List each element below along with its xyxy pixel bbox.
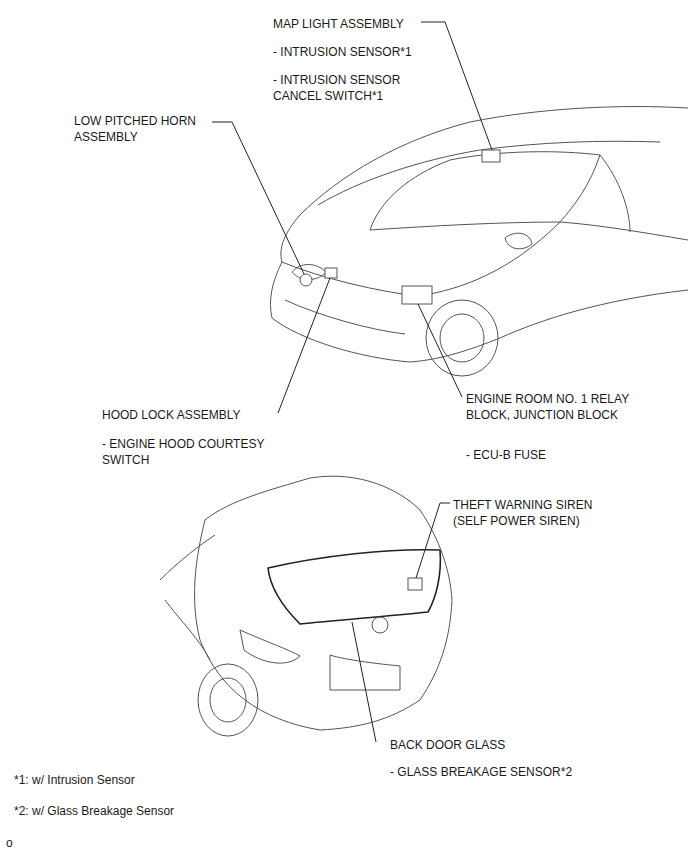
roof-spoiler <box>205 476 420 520</box>
relay-block-part <box>402 286 432 304</box>
hood-edge <box>281 215 560 296</box>
front-bumper <box>270 262 500 362</box>
part-label: - GLASS BREAKAGE SENSOR*2 <box>390 764 620 780</box>
leader-line <box>421 22 492 150</box>
rear-vehicle <box>160 476 452 736</box>
siren-part <box>408 578 422 590</box>
leader-line <box>416 503 450 578</box>
a-pillar <box>600 155 630 232</box>
leader-line <box>278 278 330 413</box>
rear-body <box>195 510 452 730</box>
wheel-hub <box>440 314 484 362</box>
tail-light <box>240 630 300 663</box>
emblem <box>372 617 388 633</box>
part-label: ENGINE ROOM NO. 1 RELAY BLOCK, JUNCTION … <box>466 391 656 423</box>
part-label: - ECU-B FUSE <box>466 447 626 463</box>
side-roof <box>160 535 215 580</box>
front-wheel <box>426 300 498 376</box>
side-line <box>165 600 210 660</box>
part-label: *2: w/ Glass Breakage Sensor <box>14 803 274 819</box>
rocker-line <box>500 290 688 338</box>
part-label: - INTRUSION SENSOR*1 <box>273 44 473 60</box>
wheel-hub <box>210 678 246 722</box>
part-label: BACK DOOR GLASS <box>390 737 590 753</box>
part-label: HOOD LOCK ASSEMBLY <box>102 407 302 423</box>
rear-wheel <box>198 664 258 736</box>
roof-line <box>318 141 660 205</box>
grille-line <box>285 300 405 334</box>
side-mirror <box>505 233 532 249</box>
hood-lock-part <box>325 268 337 278</box>
leader-lines <box>212 22 492 742</box>
part-label: MAP LIGHT ASSEMBLY <box>273 16 473 32</box>
map-light-part <box>482 150 500 162</box>
part-label: LOW PITCHED HORN ASSEMBLY <box>74 113 214 145</box>
leader-line <box>352 622 376 742</box>
part-label: - ENGINE HOOD COURTESY SWITCH <box>102 436 287 468</box>
part-label: o <box>6 835 46 851</box>
leader-line <box>418 304 462 397</box>
front-vehicle <box>270 107 688 376</box>
part-label: *1: w/ Intrusion Sensor <box>14 772 274 788</box>
leader-line <box>212 122 304 274</box>
part-label: THEFT WARNING SIREN (SELF POWER SIREN) <box>453 497 623 529</box>
part-label: - INTRUSION SENSOR CANCEL SWITCH*1 <box>273 72 413 104</box>
horn-part <box>300 274 312 286</box>
beltline <box>560 222 688 240</box>
roof-line <box>300 107 688 215</box>
back-door-glass <box>268 550 440 624</box>
windshield <box>370 152 600 230</box>
